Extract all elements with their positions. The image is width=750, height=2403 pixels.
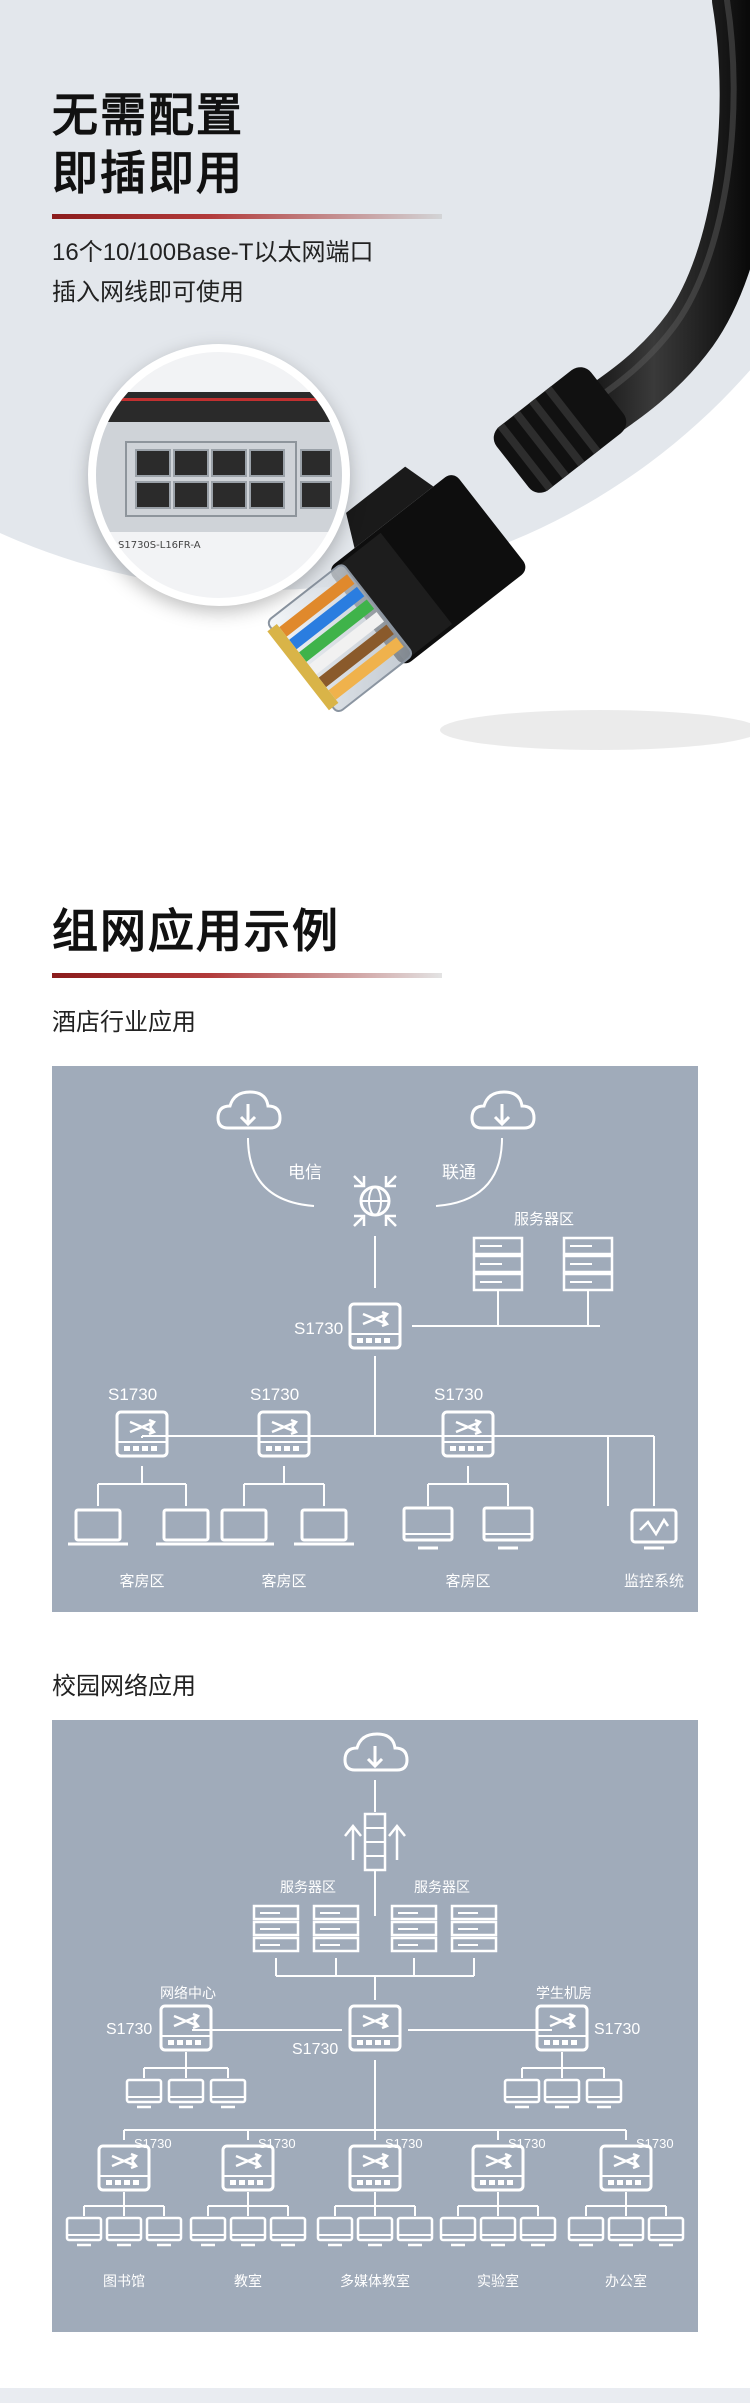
switch-label: S1730 (434, 1385, 483, 1404)
switch-label: S1730 (508, 2136, 546, 2151)
zone-label: 监控系统 (624, 1573, 684, 1590)
switch-label: S1730 (106, 2021, 152, 2038)
footer-strip (0, 2388, 750, 2403)
pc-icon (503, 2078, 541, 2109)
hero-description-line2: 插入网线即可使用 (52, 279, 244, 306)
laptop-icon (212, 1508, 276, 1546)
server-icon (312, 1904, 360, 1953)
hero-divider (52, 214, 442, 219)
isp-right-label: 联通 (442, 1163, 476, 1182)
switch-icon (221, 2144, 275, 2192)
switch-icon (535, 2004, 589, 2052)
switch-label: S1730 (636, 2136, 674, 2151)
laptop-icon (66, 1508, 130, 1546)
hotel-network-diagram: 电信 联通 服务器区 S1730 S1730 S1730 S1730 客房区 客… (52, 1066, 698, 1612)
cloud-download-icon (470, 1090, 536, 1130)
switch-icon (159, 2004, 213, 2052)
server-icon (562, 1236, 614, 1292)
pc-icon (167, 2078, 205, 2109)
pc-icon (585, 2078, 623, 2109)
section-divider (52, 973, 442, 978)
campus-network-diagram: 服务器区 服务器区 S1730 网络中心 S1730 学生机房 S1730 S1… (52, 1720, 698, 2332)
zone-label: 教室 (234, 2273, 262, 2289)
hero-title: 无需配置 即插即用 (52, 86, 244, 202)
server-icon (252, 1904, 300, 1953)
network-center-label: 网络中心 (160, 1985, 216, 2001)
hero-description-line1: 16个10/100Base-T以太网端口 (52, 239, 374, 266)
core-switch-icon (348, 2004, 402, 2052)
hero-title-line1: 无需配置 (52, 89, 244, 141)
section-title: 组网应用示例 (52, 905, 340, 957)
zone-label: 办公室 (605, 2273, 647, 2289)
switch-label: S1730 (385, 2136, 423, 2151)
switch-icon (348, 2144, 402, 2192)
server-icon (472, 1236, 524, 1292)
campus-application-label: 校园网络应用 (52, 1673, 196, 1700)
isp-left-label: 电信 (288, 1163, 322, 1182)
switch-label: S1730 (594, 2021, 640, 2038)
switch-label: S1730 (250, 1385, 299, 1404)
zone-label: 图书馆 (103, 2273, 145, 2289)
hero-section: 无需配置 即插即用 16个10/100Base-T以太网端口 插入网线即可使用 … (0, 0, 750, 790)
switch-icon (599, 2144, 653, 2192)
server-icon (390, 1904, 438, 1953)
device-model-label: S1730S-L16FR-A (118, 540, 201, 551)
zone-label: 客房区 (119, 1573, 164, 1590)
pc-icon (209, 2078, 247, 2109)
cloud-download-icon (343, 1732, 409, 1772)
hotel-application-label: 酒店行业应用 (52, 1009, 196, 1036)
core-switch-label: S1730 (292, 2041, 338, 2058)
switch-label: S1730 (258, 2136, 296, 2151)
core-switch-label: S1730 (294, 1319, 343, 1338)
switch-icon (115, 1410, 169, 1458)
switch-icon (441, 1410, 495, 1458)
monitor-icon (482, 1506, 534, 1550)
internet-globe-icon (359, 1185, 391, 1217)
switch-label: S1730 (134, 2136, 172, 2151)
switch-port-closeup: S1730S-L16FR-A (88, 344, 350, 606)
hero-title-line2: 即插即用 (52, 147, 244, 199)
server-icon (450, 1904, 498, 1953)
switch-icon (257, 1410, 311, 1458)
zone-label: 客房区 (261, 1573, 306, 1590)
pc-icon (125, 2078, 163, 2109)
zone-label: 实验室 (477, 2273, 519, 2289)
switch-icon (97, 2144, 151, 2192)
core-switch-icon (348, 1302, 402, 1350)
server-zone-label: 服务器区 (280, 1879, 336, 1895)
server-zone-label: 服务器区 (414, 1879, 470, 1895)
switch-label: S1730 (108, 1385, 157, 1404)
zone-label: 客房区 (445, 1573, 490, 1590)
student-lab-label: 学生机房 (536, 1985, 592, 2001)
switch-icon (471, 2144, 525, 2192)
zone-label: 多媒体教室 (340, 2273, 410, 2289)
server-zone-label: 服务器区 (514, 1211, 574, 1228)
ethernet-cable-illustration (267, 0, 750, 750)
cloud-download-icon (216, 1090, 282, 1130)
monitor-icon (402, 1506, 454, 1550)
laptop-icon (154, 1508, 218, 1546)
monitoring-icon (630, 1508, 678, 1550)
laptop-icon (292, 1508, 356, 1546)
firewall-icon (343, 1812, 407, 1872)
pc-icon (543, 2078, 581, 2109)
